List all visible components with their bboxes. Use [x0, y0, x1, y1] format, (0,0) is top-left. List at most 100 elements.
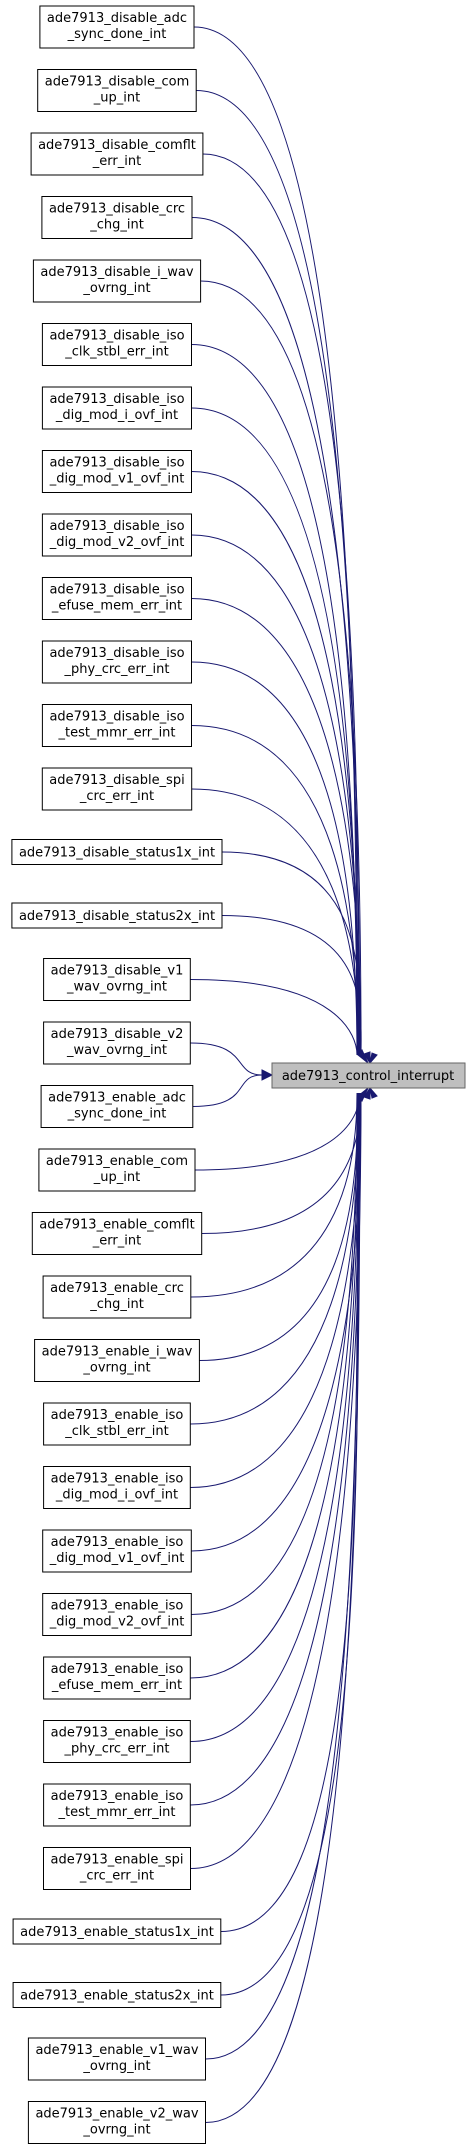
caller-node-label: ade7913_enable_iso [51, 1726, 184, 1741]
caller-node-label: _ovrng_int [82, 2059, 150, 2074]
caller-node[interactable]: ade7913_disable_i_wav_ovrng_int [32, 259, 202, 303]
caller-node[interactable]: ade7913_enable_iso_dig_mod_v2_ovf_int [42, 1593, 192, 1636]
caller-node-label: ade7913_disable_status2x_int [19, 909, 215, 924]
call-edge [190, 1092, 359, 1679]
caller-node[interactable]: ade7913_disable_spi_crc_err_int [41, 767, 193, 811]
caller-node-label: ade7913_disable_iso [49, 519, 184, 534]
call-edge [201, 1092, 362, 1234]
caller-node-label: _up_int [93, 91, 140, 106]
caller-node[interactable]: ade7913_disable_comflt_err_int [30, 132, 204, 176]
caller-node-label: _ovrng_int [82, 2123, 150, 2138]
caller-node-label: ade7913_enable_status1x_int [20, 1925, 214, 1940]
call-edge [190, 1042, 263, 1076]
call-edge [205, 1092, 360, 2060]
caller-node-label: _efuse_mem_err_int [51, 1678, 182, 1693]
caller-node-label: _clk_stbl_err_int [64, 345, 168, 360]
call-edge [190, 979, 358, 1056]
caller-node[interactable]: ade7913_enable_iso_dig_mod_i_ovf_int [43, 1466, 191, 1509]
call-edge [200, 280, 362, 1056]
caller-node-label: ade7913_disable_spi [49, 773, 184, 788]
caller-node[interactable]: ade7913_disable_adc_sync_done_int [39, 5, 195, 49]
call-edge [192, 217, 361, 1056]
caller-node-label: _dig_mod_v1_ovf_int [49, 1551, 185, 1566]
caller-node-label: _ovrng_int [82, 281, 150, 296]
call-edge [191, 788, 360, 1056]
caller-node-label: ade7913_enable_v1_wav [35, 2043, 198, 2058]
caller-node-label: ade7913_enable_iso [51, 1662, 184, 1677]
caller-node[interactable]: ade7913_disable_iso_dig_mod_i_ovf_int [41, 386, 193, 430]
caller-node-label: _err_int [92, 154, 141, 169]
call-edge [190, 1092, 361, 1488]
caller-node-label: ade7913_enable_status2x_int [20, 1989, 214, 2004]
caller-node-label: ade7913_disable_iso [49, 329, 184, 344]
caller-node-label: ade7913_enable_i_wav [42, 1345, 193, 1360]
caller-node[interactable]: ade7913_enable_adc_sync_done_int [40, 1085, 194, 1128]
caller-node-label: _sync_done_int [67, 1107, 167, 1122]
caller-node[interactable]: ade7913_enable_iso_phy_crc_err_int [43, 1720, 191, 1763]
caller-node-label: ade7913_enable_com [46, 1154, 188, 1169]
call-edge [205, 1092, 361, 2123]
caller-node-label: _chg_int [89, 218, 144, 233]
caller-node[interactable]: ade7913_enable_iso_dig_mod_v1_ovf_int [42, 1529, 192, 1573]
caller-node-label: _chg_int [89, 1297, 144, 1312]
call-edge [220, 1092, 359, 1996]
caller-node[interactable]: ade7913_enable_i_wav_ovrng_int [34, 1339, 200, 1382]
caller-node-label: ade7913_disable_v1 [51, 964, 184, 979]
call-edge [196, 90, 359, 1056]
call-edge [194, 26, 358, 1056]
caller-node[interactable]: ade7913_disable_v1_wav_ovrng_int [43, 958, 191, 1001]
caller-node[interactable]: ade7913_enable_spi_crc_err_int [43, 1847, 191, 1890]
caller-node[interactable]: ade7913_disable_iso_dig_mod_v1_ovf_int [41, 450, 193, 493]
caller-node-label: _wav_ovrng_int [66, 1043, 167, 1058]
call-edge [192, 1074, 263, 1107]
caller-node-label: ade7913_disable_comflt [38, 138, 196, 153]
caller-node-label: _sync_done_int [67, 27, 167, 42]
caller-node-label: _dig_mod_v1_ovf_int [49, 472, 185, 487]
call-edge [222, 851, 361, 1056]
caller-node[interactable]: ade7913_disable_iso_test_mmr_err_int [41, 704, 193, 747]
caller-node[interactable]: ade7913_enable_status2x_int [12, 1982, 222, 2008]
caller-node-label: _ovrng_int [82, 1361, 150, 1376]
caller-node-label: ade7913_enable_iso [51, 1408, 184, 1423]
caller-node-label: _dig_mod_i_ovf_int [55, 1488, 178, 1503]
caller-node-label: ade7913_disable_status1x_int [19, 846, 215, 861]
caller-node[interactable]: ade7913_disable_iso_dig_mod_v2_ovf_int [41, 513, 193, 557]
caller-node[interactable]: ade7913_enable_v1_wav_ovrng_int [27, 2037, 207, 2081]
call-edge [190, 1092, 358, 1298]
caller-node[interactable]: ade7913_disable_crc_chg_int [41, 196, 193, 239]
caller-node-label: _dig_mod_v2_ovf_int [49, 1615, 185, 1630]
caller-node-label: _crc_err_int [79, 789, 154, 804]
caller-node[interactable]: ade7913_enable_status1x_int [12, 1918, 222, 1945]
caller-node[interactable]: ade7913_disable_status2x_int [11, 902, 223, 929]
caller-node-label: ade7913_enable_comflt [39, 1218, 194, 1233]
caller-node[interactable]: ade7913_disable_v2_wav_ovrng_int [43, 1021, 191, 1065]
caller-node-label: ade7913_disable_crc [49, 202, 185, 217]
caller-node[interactable]: ade7913_enable_iso_efuse_mem_err_int [43, 1656, 191, 1700]
call-edge [222, 915, 362, 1056]
call-edge [191, 1092, 358, 1615]
caller-node[interactable]: ade7913_enable_v2_wav_ovrng_int [27, 2101, 207, 2144]
caller-node-label: _dig_mod_i_ovf_int [55, 408, 178, 423]
caller-node-label: ade7913_enable_v2_wav [35, 2107, 198, 2122]
caller-node[interactable]: ade7913_enable_crc_chg_int [42, 1275, 192, 1319]
target-function-label: ade7913_control_interrupt [282, 1069, 454, 1084]
call-edge [195, 1092, 361, 1171]
caller-node[interactable]: ade7913_disable_com_up_int [37, 69, 197, 112]
caller-node[interactable]: ade7913_enable_iso_clk_stbl_err_int [43, 1402, 191, 1446]
caller-node[interactable]: ade7913_enable_com_up_int [38, 1148, 196, 1192]
caller-node-label: ade7913_disable_v2 [51, 1027, 184, 1042]
target-function-node[interactable]: ade7913_control_interrupt [271, 1062, 466, 1089]
caller-node-label: ade7913_disable_iso [49, 646, 184, 661]
caller-node[interactable]: ade7913_enable_comflt_err_int [31, 1212, 203, 1255]
caller-node-label: ade7913_enable_iso [51, 1535, 184, 1550]
caller-node[interactable]: ade7913_disable_status1x_int [11, 839, 223, 865]
caller-node[interactable]: ade7913_disable_iso_phy_crc_err_int [41, 640, 193, 684]
caller-node-label: ade7913_enable_crc [50, 1281, 184, 1296]
caller-node[interactable]: ade7913_disable_iso_efuse_mem_err_int [41, 577, 193, 620]
call-edge [190, 1092, 360, 1425]
caller-node[interactable]: ade7913_enable_iso_test_mmr_err_int [43, 1783, 191, 1827]
caller-node[interactable]: ade7913_disable_iso_clk_stbl_err_int [41, 323, 193, 366]
caller-node-label: ade7913_enable_adc [48, 1091, 186, 1106]
call-edge [199, 1092, 359, 1361]
